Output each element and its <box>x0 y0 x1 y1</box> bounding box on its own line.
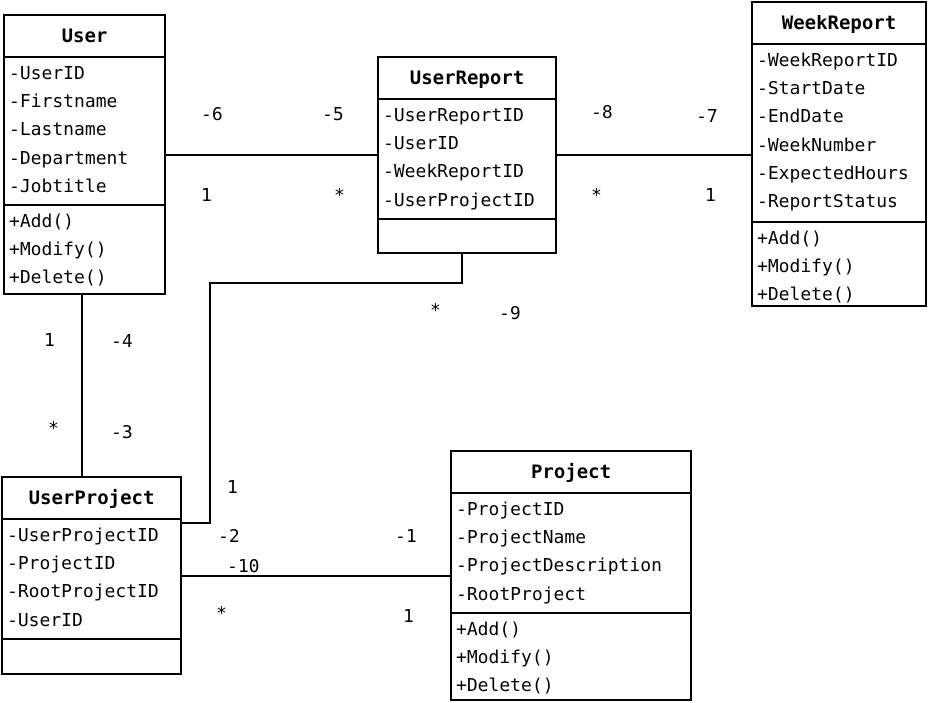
method: +Add() <box>757 228 823 249</box>
multiplicity-label: * <box>334 185 345 206</box>
class-userreport: UserReport -UserReportID -UserID -WeekRe… <box>377 56 557 254</box>
role-label: -5 <box>322 104 344 125</box>
attribute: -WeekReportID <box>383 161 524 183</box>
attribute: -StartDate <box>757 78 866 100</box>
attribute: -UserID <box>7 609 83 631</box>
attribute: -ReportStatus <box>757 191 898 213</box>
methods-section <box>3 640 180 644</box>
attribute: -WeekReportID <box>757 50 898 71</box>
attribute: -Department <box>9 147 129 169</box>
method: +Add() <box>456 619 522 640</box>
method: +Modify() <box>9 239 107 261</box>
multiplicity-label: 1 <box>403 606 414 627</box>
attribute: -UserID <box>383 133 459 155</box>
attributes-section: -UserReportID -UserID -WeekReportID -Use… <box>379 100 555 220</box>
multiplicity-label: * <box>430 300 441 321</box>
attribute: -UserReportID <box>383 105 524 126</box>
attribute: -ProjectDescription <box>456 555 662 577</box>
role-label: -2 <box>218 526 240 547</box>
method: +Delete() <box>9 267 107 289</box>
attributes-section: -UserID -Firstname -Lastname -Department… <box>5 58 164 206</box>
class-name: WeekReport <box>753 3 925 45</box>
class-name: UserProject <box>3 478 180 520</box>
multiplicity-label: * <box>216 603 227 624</box>
attribute: -WeekNumber <box>757 134 877 156</box>
class-name: UserReport <box>379 58 555 100</box>
class-user: User -UserID -Firstname -Lastname -Depar… <box>3 14 166 295</box>
method: +Delete() <box>757 284 855 306</box>
class-name: Project <box>452 452 690 494</box>
multiplicity-label: 1 <box>201 185 212 206</box>
attribute: -Firstname <box>9 91 118 113</box>
class-project: Project -ProjectID -ProjectName -Project… <box>450 450 692 701</box>
multiplicity-label: * <box>48 418 59 439</box>
methods-section: +Add() +Modify() +Delete() <box>753 223 925 312</box>
multiplicity-label: 1 <box>44 330 55 351</box>
attributes-section: -UserProjectID -ProjectID -RootProjectID… <box>3 520 180 640</box>
role-label: -10 <box>227 556 260 577</box>
multiplicity-label: * <box>591 185 602 206</box>
attribute: -ProjectID <box>7 553 116 575</box>
role-label: -6 <box>201 104 223 125</box>
method: +Modify() <box>757 256 855 278</box>
attributes-section: -WeekReportID -StartDate -EndDate -WeekN… <box>753 45 925 223</box>
attribute: -ProjectName <box>456 527 587 549</box>
role-label: -3 <box>111 422 133 443</box>
role-label: -9 <box>499 303 521 324</box>
method: +Add() <box>9 211 75 232</box>
methods-section <box>379 220 555 224</box>
attribute: -UserProjectID <box>7 525 159 546</box>
class-name: User <box>5 16 164 58</box>
attribute: -UserProjectID <box>383 189 535 211</box>
role-label: -1 <box>395 526 417 547</box>
attribute: -UserID <box>9 63 85 84</box>
method: +Delete() <box>456 675 554 697</box>
role-label: -7 <box>696 106 718 127</box>
class-weekreport: WeekReport -WeekReportID -StartDate -End… <box>751 1 927 307</box>
role-label: -8 <box>591 102 613 123</box>
multiplicity-label: 1 <box>227 477 238 498</box>
userreport-userproject-connector <box>181 253 463 524</box>
methods-section: +Add() +Modify() +Delete() <box>5 206 164 295</box>
attribute: -ExpectedHours <box>757 162 909 184</box>
attribute: -ProjectID <box>456 499 565 520</box>
attributes-section: -ProjectID -ProjectName -ProjectDescript… <box>452 494 690 614</box>
multiplicity-label: 1 <box>705 185 716 206</box>
attribute: -EndDate <box>757 106 844 128</box>
class-userproject: UserProject -UserProjectID -ProjectID -R… <box>1 476 182 675</box>
attribute: -RootProject <box>456 583 587 605</box>
methods-section: +Add() +Modify() +Delete() <box>452 614 690 703</box>
attribute: -RootProjectID <box>7 581 159 603</box>
method: +Modify() <box>456 647 554 669</box>
attribute: -Lastname <box>9 119 107 141</box>
attribute: -Jobtitle <box>9 175 107 197</box>
role-label: -4 <box>111 331 133 352</box>
